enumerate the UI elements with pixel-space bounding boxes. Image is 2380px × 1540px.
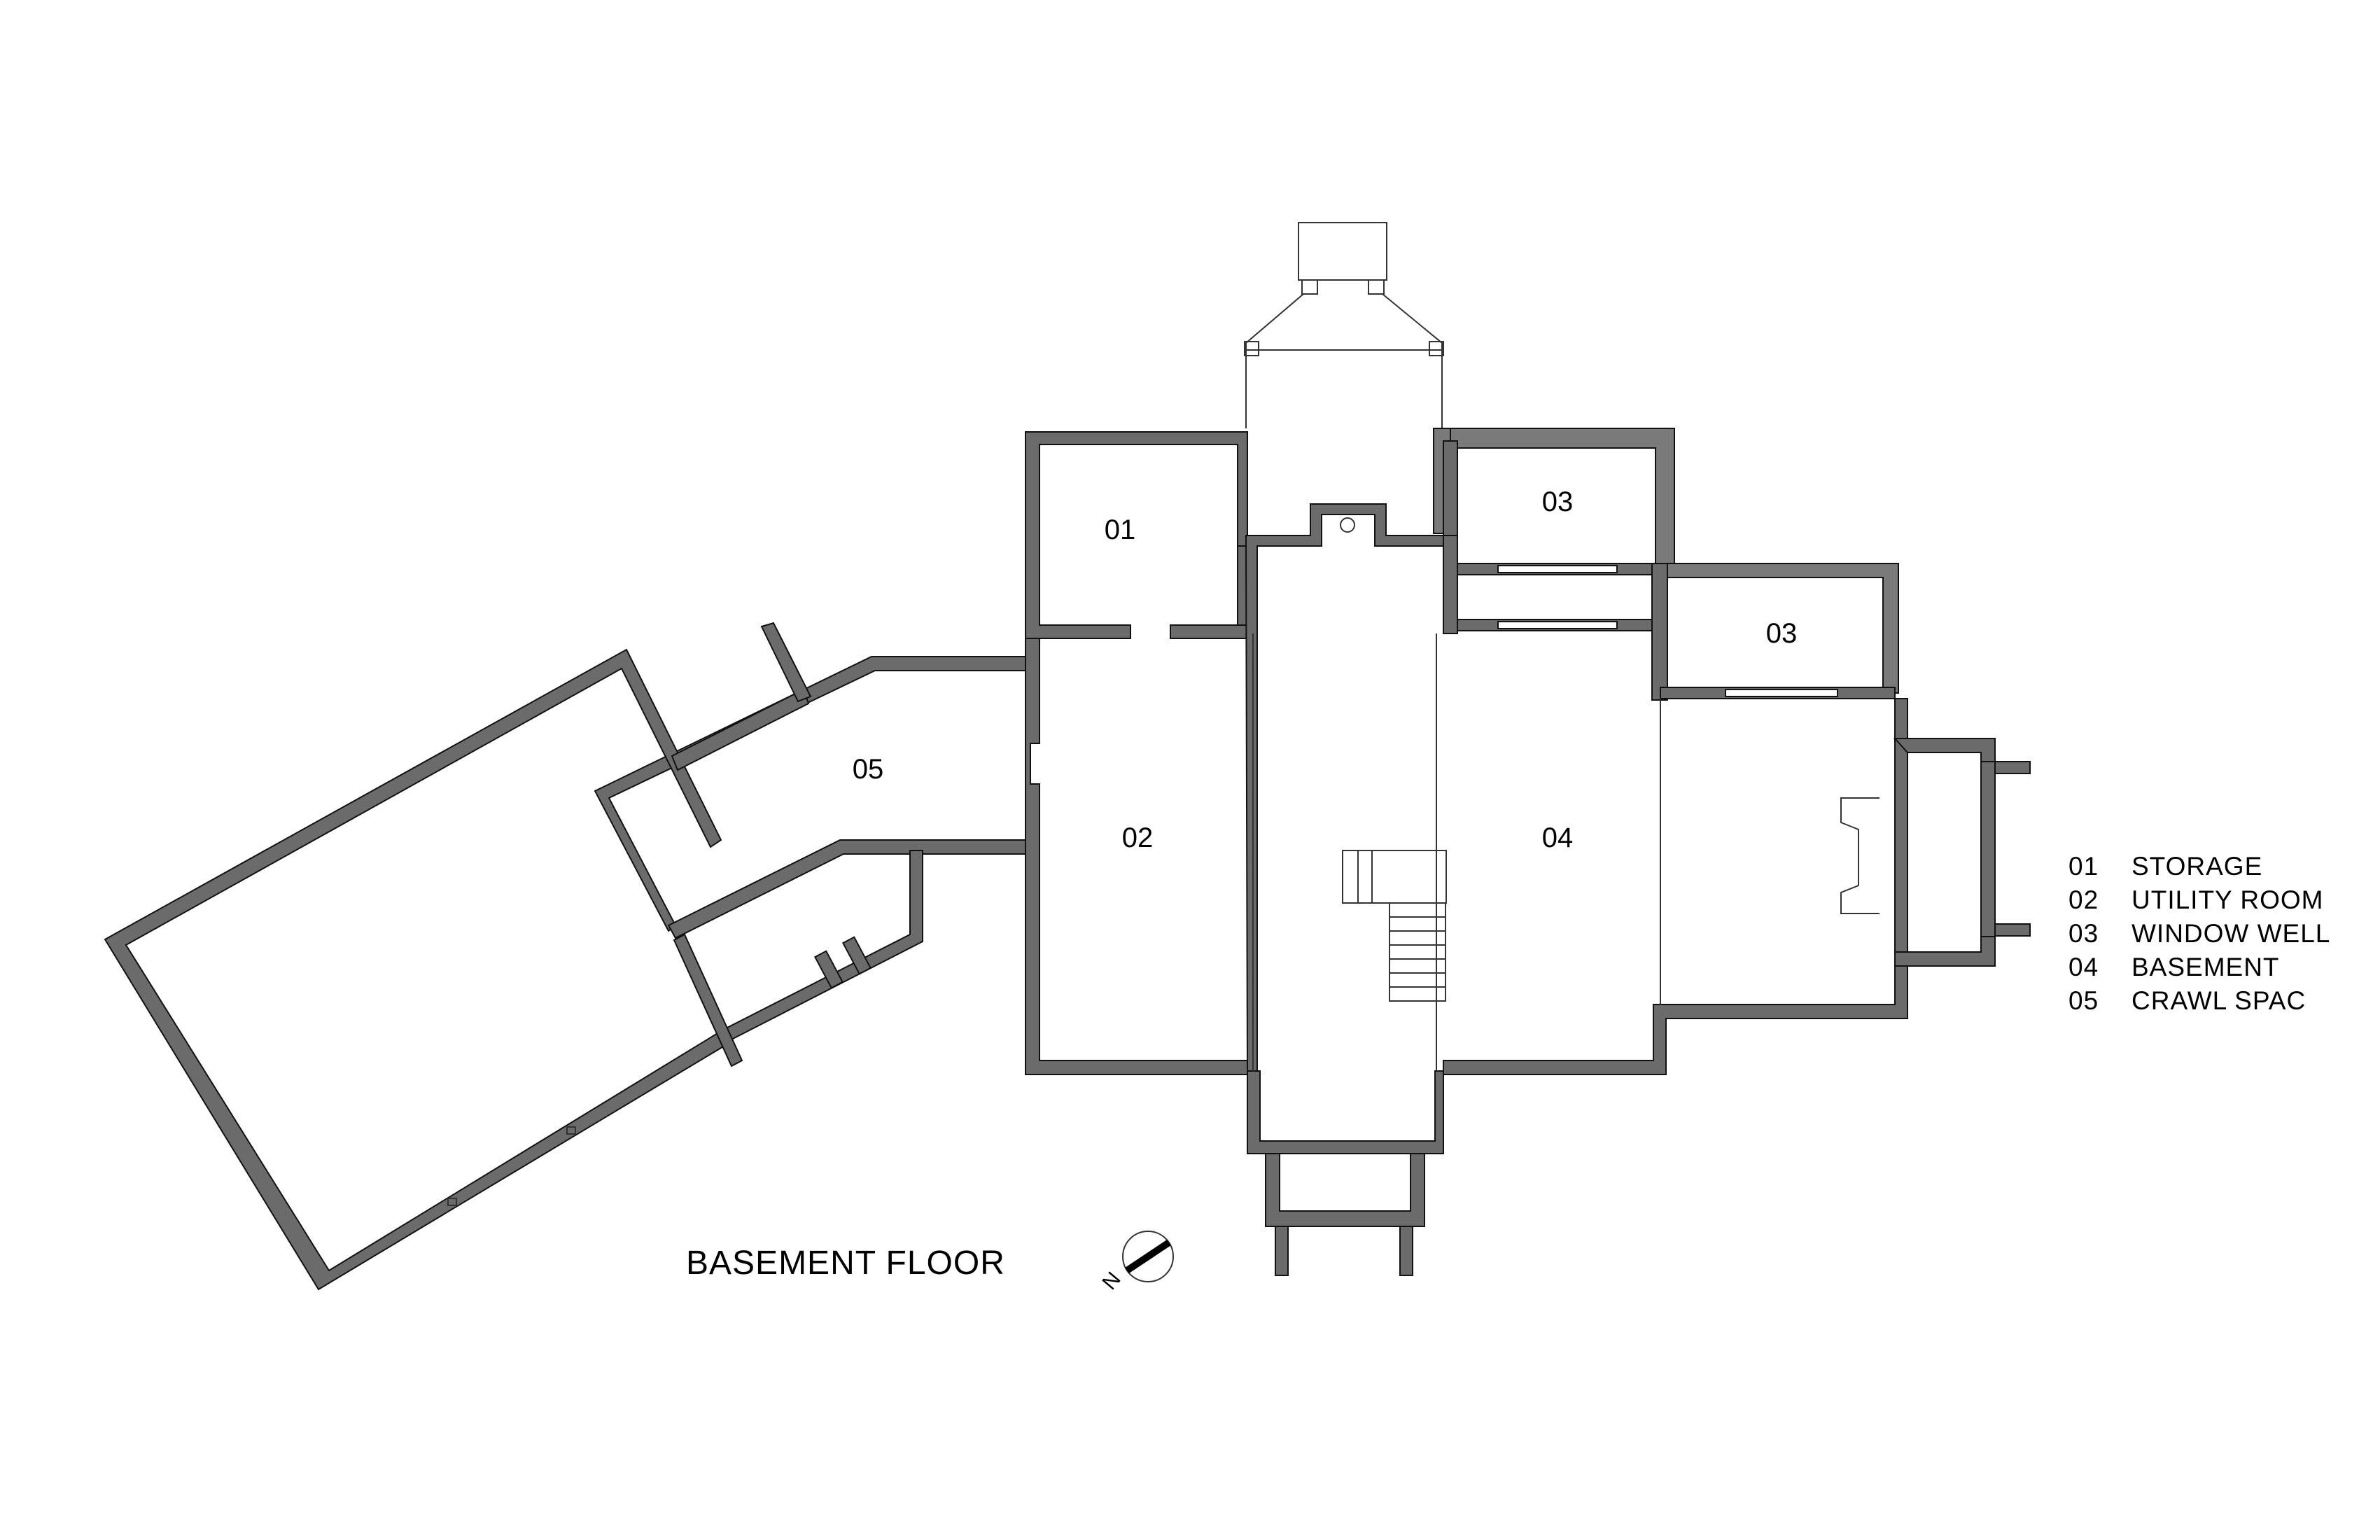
room-label-02: 02 xyxy=(1122,822,1154,853)
window-well-right xyxy=(1651,563,1899,701)
room-label-05: 05 xyxy=(853,754,884,785)
window-well-upper xyxy=(1433,428,1675,634)
legend-code-04: 04 xyxy=(2068,953,2099,981)
legend-code-02: 02 xyxy=(2068,886,2099,914)
top-bay xyxy=(1244,222,1444,428)
basement-room xyxy=(1443,698,1908,1075)
drawing-title: BASEMENT FLOOR xyxy=(686,1245,1005,1282)
legend-name-05: CRAWL SPAC xyxy=(2132,986,2306,1015)
legend-name-02: UTILITY ROOM xyxy=(2132,886,2323,914)
legend-code-03: 03 xyxy=(2068,919,2099,948)
right-porch xyxy=(1893,738,2031,967)
room-legend: 01 STORAGE 02 UTILITY ROOM 03 WINDOW WEL… xyxy=(2068,852,2330,1015)
storage-room xyxy=(1025,431,1248,639)
front-steps xyxy=(1265,1153,1425,1276)
legend-code-05: 05 xyxy=(2068,986,2099,1015)
legend-code-01: 01 xyxy=(2068,852,2099,881)
room-label-01: 01 xyxy=(1105,514,1136,545)
room-label-04: 04 xyxy=(1542,822,1574,853)
staircase xyxy=(1342,850,1447,1002)
legend-name-03: WINDOW WELL xyxy=(2132,919,2330,948)
room-label-03-right: 03 xyxy=(1766,618,1798,649)
room-label-03-upper: 03 xyxy=(1542,486,1574,517)
legend-name-04: BASEMENT xyxy=(2132,953,2280,981)
central-hall xyxy=(1245,503,1447,1154)
legend-name-01: STORAGE xyxy=(2132,852,2262,881)
angled-wing xyxy=(104,622,812,1291)
crawl-space xyxy=(594,656,1026,1041)
fireplace xyxy=(1840,797,1879,914)
north-label: N xyxy=(1098,1268,1125,1294)
north-arrow-icon: N xyxy=(1098,1231,1174,1294)
utility-room xyxy=(1025,638,1248,1075)
